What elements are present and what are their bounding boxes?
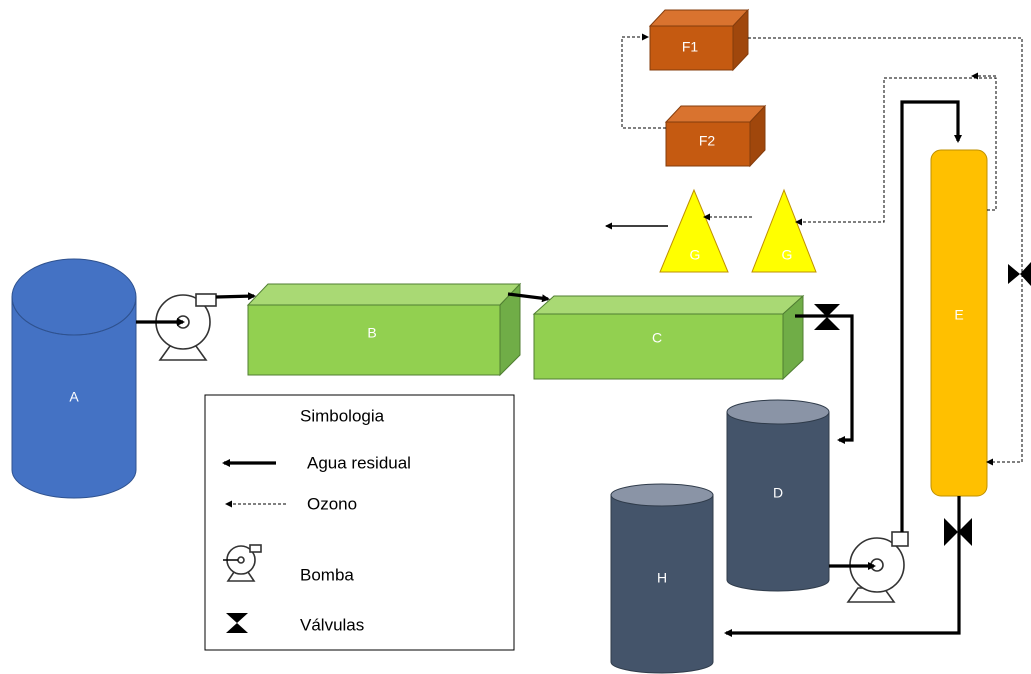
legend-valve-label: Válvulas (300, 615, 364, 634)
legend-water-label: Agua residual (307, 453, 411, 472)
box-b-label: B (367, 325, 376, 341)
cone-g-1: G (659, 188, 729, 273)
tank-h-label: H (657, 570, 667, 586)
tank-a: A (11, 258, 137, 499)
tank-h: H (610, 483, 714, 674)
box-b: B (246, 282, 522, 377)
legend-ozone-label: Ozono (307, 494, 357, 513)
column-e: E (930, 149, 988, 497)
cone-g-2: G (751, 188, 817, 273)
legend-pump-label: Bomba (300, 565, 354, 584)
legend-pump-icon (223, 544, 262, 582)
water-flow-lines (136, 100, 962, 637)
tank-d-label: D (773, 485, 783, 501)
valve-c-outlet-icon (814, 304, 840, 330)
legend-title: Simbologia (300, 406, 385, 425)
tank-a-label: A (69, 389, 79, 405)
legend-valve-icon (226, 613, 248, 633)
cone-g-2-label: G (782, 247, 793, 263)
box-f2: F2 (664, 104, 767, 168)
cone-g-1-label: G (690, 247, 701, 263)
pump-2-icon (846, 531, 909, 603)
box-f1-label: F1 (682, 39, 699, 55)
box-f2-label: F2 (699, 133, 716, 149)
box-c: C (532, 294, 805, 381)
tank-d: D (726, 399, 830, 592)
ozone-lines (605, 33, 1023, 466)
box-c-label: C (652, 330, 662, 346)
legend: Simbologia Agua residual Ozono Bomba Vál… (204, 394, 515, 651)
pump-1-icon (155, 293, 217, 361)
column-e-label: E (954, 307, 963, 323)
box-f1: F1 (648, 8, 750, 72)
valve-ozone-right-icon (1008, 262, 1031, 286)
valve-e-bottom-icon (944, 518, 972, 546)
